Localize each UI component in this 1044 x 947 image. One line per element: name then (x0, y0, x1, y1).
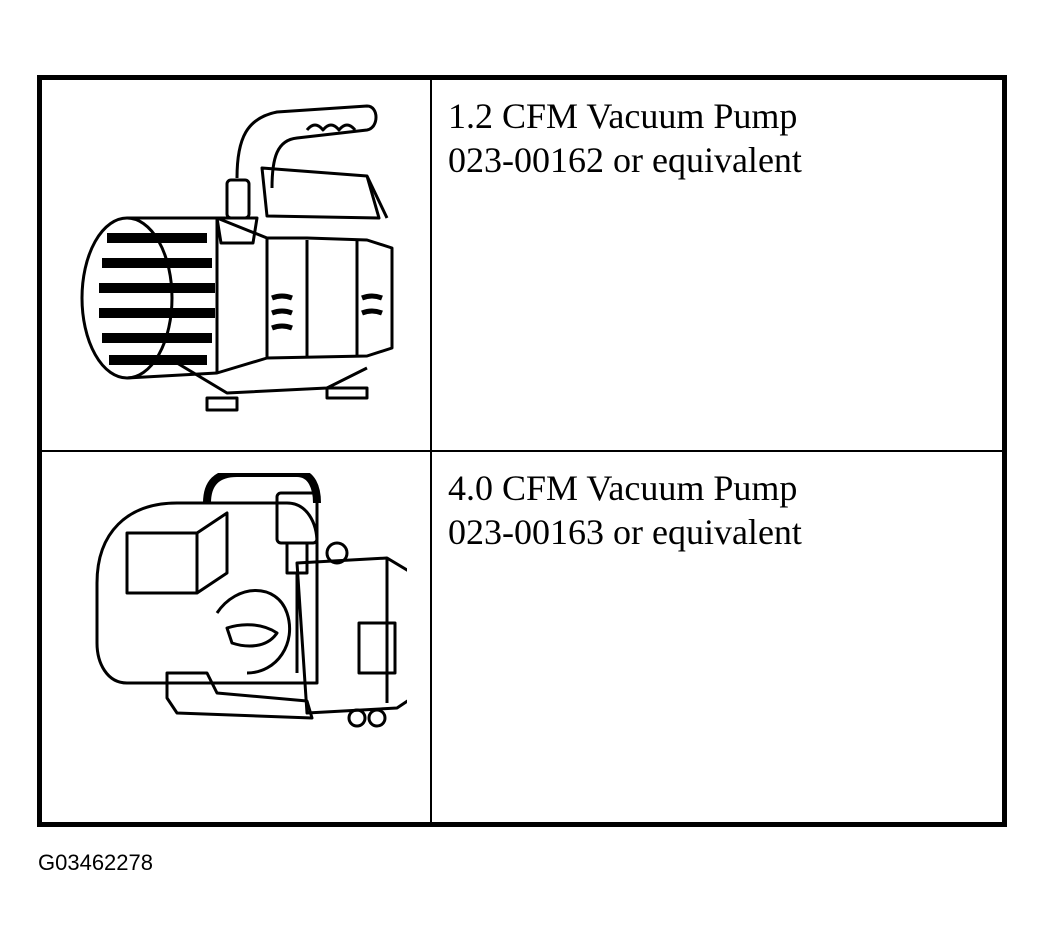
figure-id: G03462278 (38, 850, 153, 875)
row-1-part-number: 023-00162 or equivalent (448, 140, 802, 180)
row-divider (42, 450, 1002, 452)
row-1-title: 1.2 CFM Vacuum Pump (448, 96, 798, 136)
row-2-part-number: 023-00163 or equivalent (448, 512, 802, 552)
vacuum-pump-small-illustration (80, 104, 394, 412)
vacuum-pump-large-illustration (95, 473, 407, 728)
row-2-title: 4.0 CFM Vacuum Pump (448, 468, 798, 508)
tool-table: 1.2 CFM Vacuum Pump 023-00162 or equival… (37, 75, 1007, 827)
row-2-description: 4.0 CFM Vacuum Pump 023-00163 or equival… (448, 466, 802, 554)
row-1-description: 1.2 CFM Vacuum Pump 023-00162 or equival… (448, 94, 802, 182)
